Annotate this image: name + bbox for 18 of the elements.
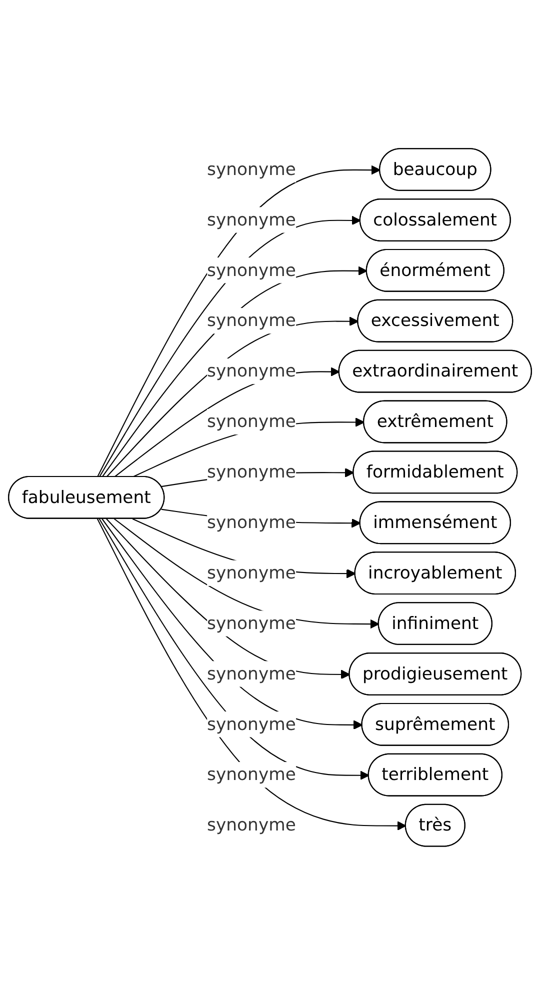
edge-label: synonyme	[207, 260, 296, 280]
arrow	[114, 367, 340, 478]
edge-label: synonyme	[207, 411, 296, 432]
edge-label: synonyme	[207, 714, 296, 734]
edge-label: synonyme	[207, 612, 296, 634]
edge-label: synonyme	[207, 512, 296, 532]
edge-label: synonyme	[207, 360, 296, 382]
edge-label: synonyme	[207, 814, 296, 836]
edge-label: synonyme	[207, 158, 296, 180]
arrow	[106, 518, 350, 680]
edge-label: synonyme	[207, 209, 296, 230]
arrow	[98, 216, 361, 478]
edge-label: synonyme	[207, 663, 296, 684]
edge-label: synonyme	[207, 562, 296, 583]
arrow	[106, 316, 359, 478]
edge-label: synonyme	[207, 310, 296, 331]
edge-label: synonyme	[207, 764, 296, 785]
edge-label: synonyme	[207, 462, 296, 482]
